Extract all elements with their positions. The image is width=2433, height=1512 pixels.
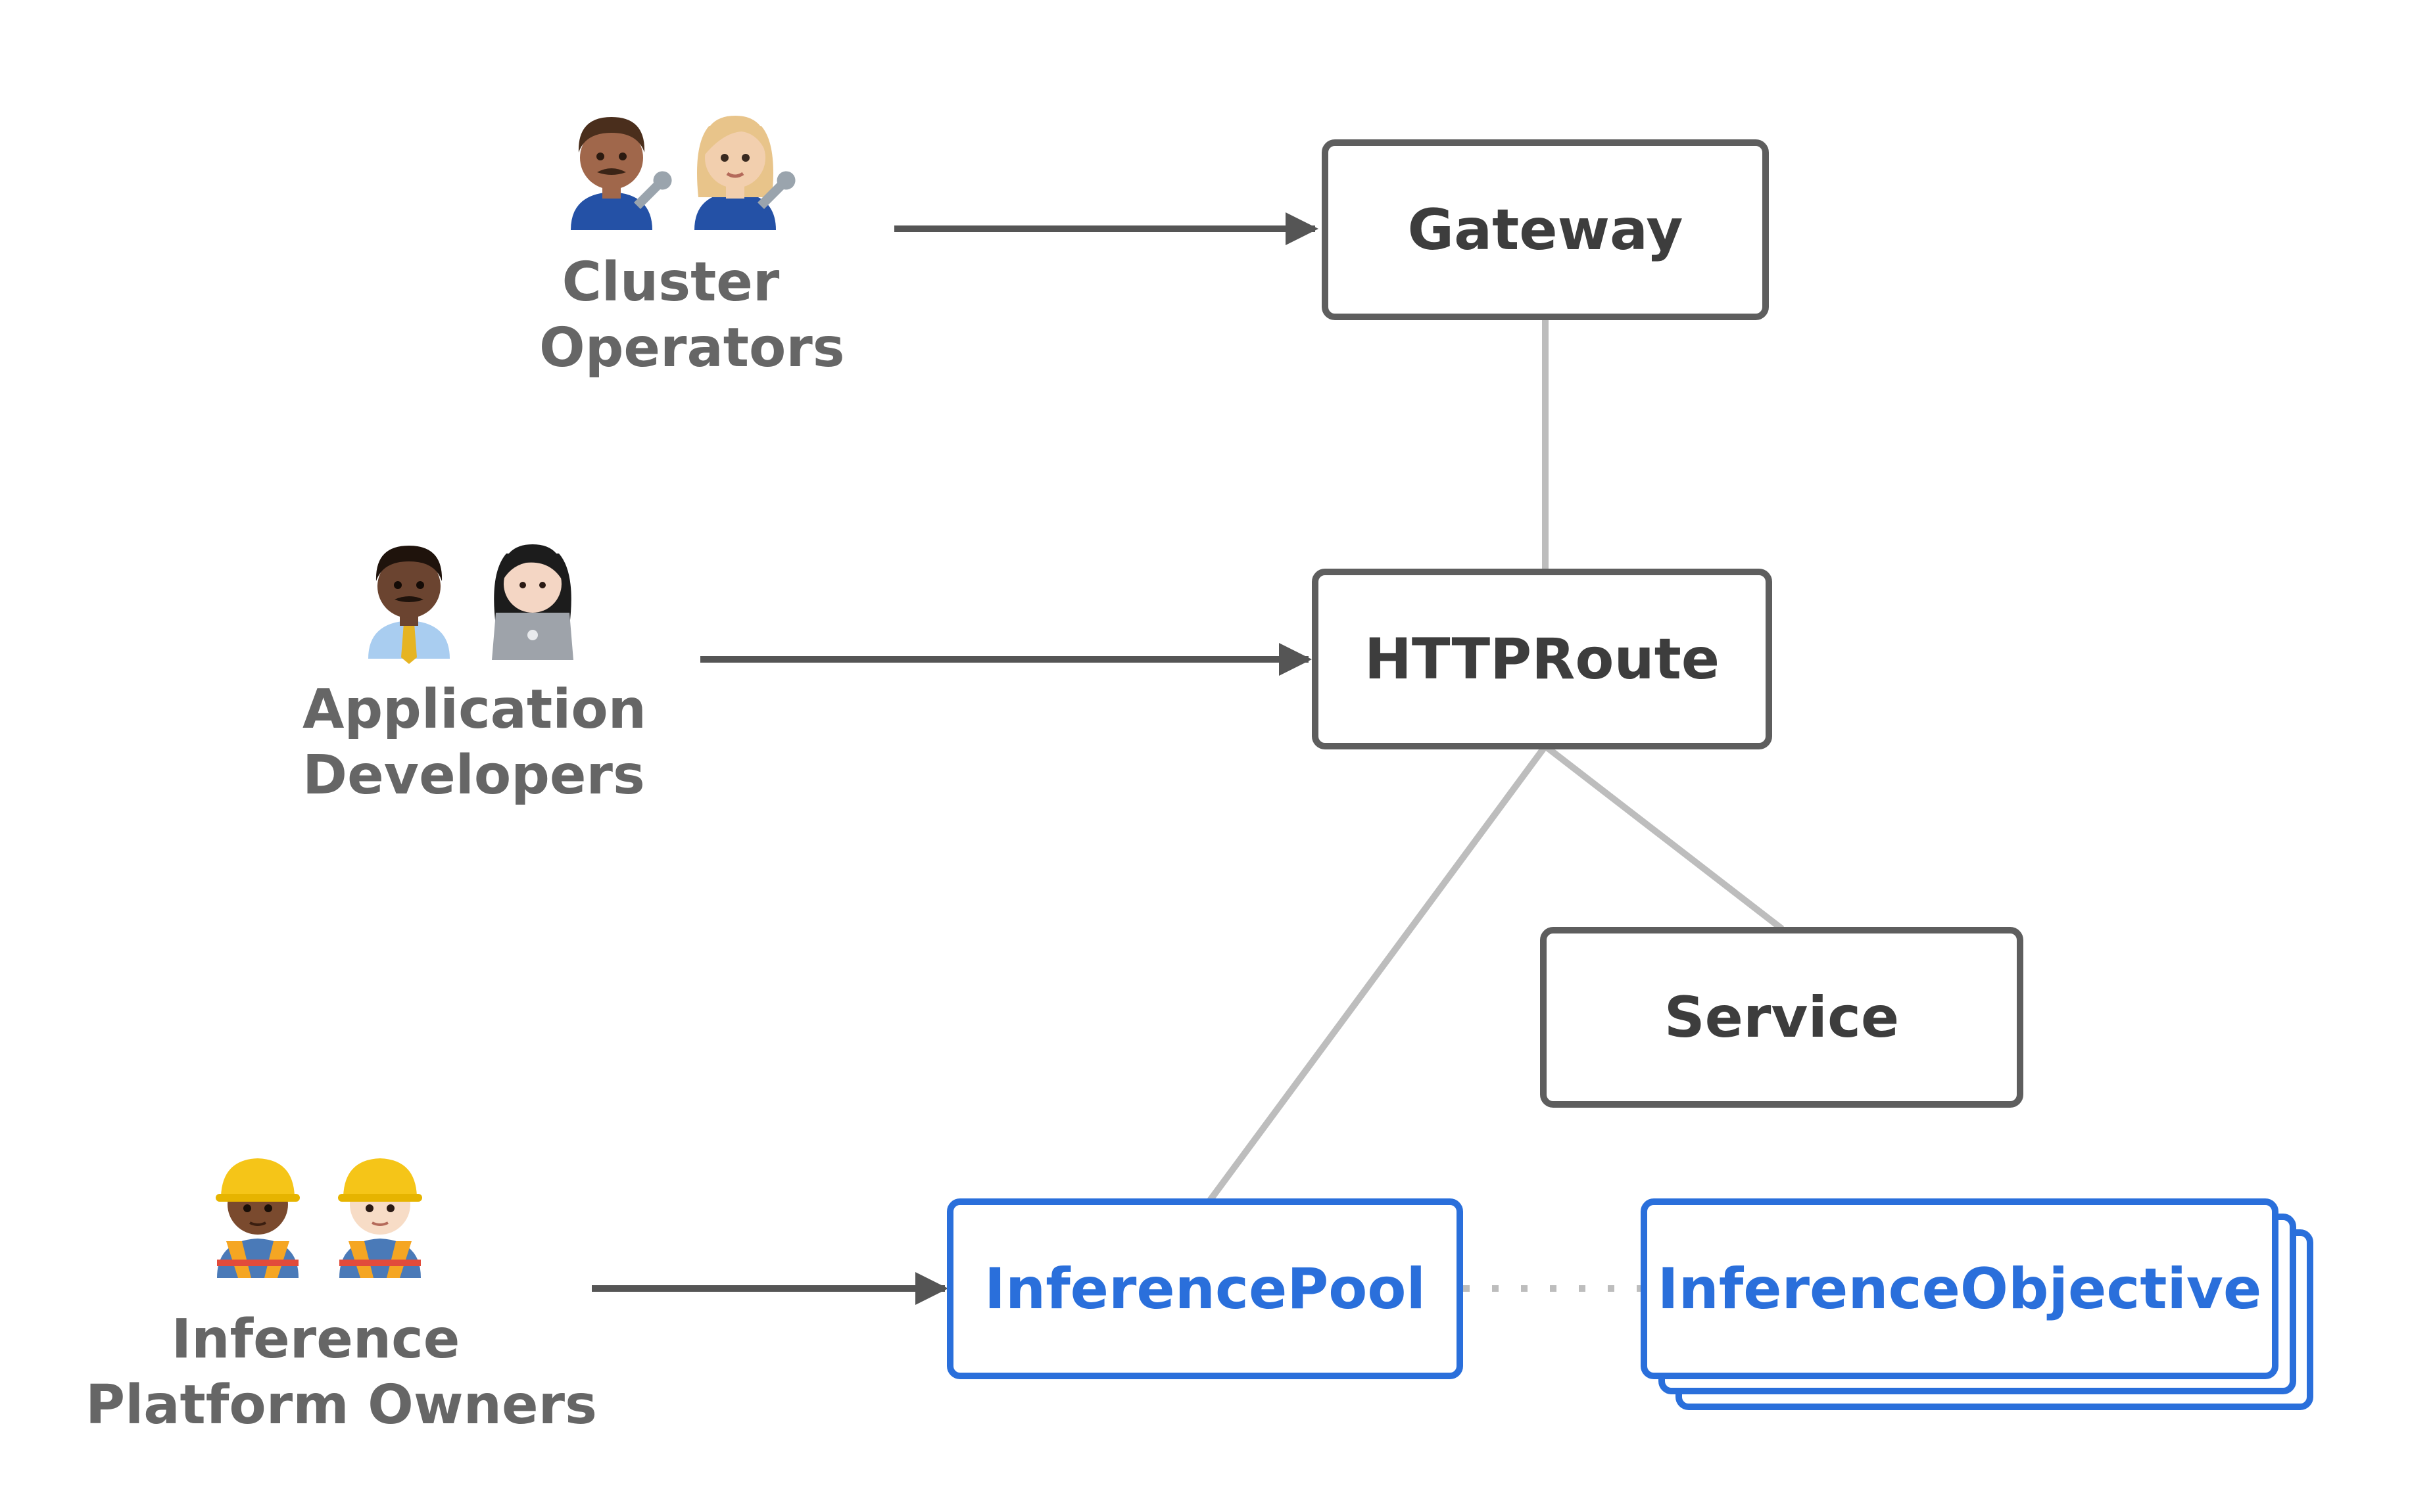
- inferencepool-label: InferencePool: [984, 1256, 1426, 1322]
- httproute-node[interactable]: HTTPRoute: [1312, 569, 1772, 749]
- persona-label-line: Developers: [302, 744, 645, 807]
- service-node[interactable]: Service: [1540, 927, 2023, 1108]
- mechanic-woman-icon: [694, 116, 796, 230]
- technologist-woman-icon: [492, 544, 573, 660]
- connector-httproute-inferencepool: [1207, 744, 1549, 1202]
- mechanic-man-icon: [571, 117, 672, 230]
- persona-label-line: Operators: [539, 317, 845, 379]
- persona-label-line: Platform Owners: [85, 1374, 597, 1436]
- gateway-label: Gateway: [1407, 197, 1683, 263]
- inferenceobjective-label: InferenceObjective: [1657, 1256, 2262, 1322]
- construction-worker-woman-icon: [216, 1158, 300, 1278]
- persona-label-cluster-operators: Cluster Operators: [539, 250, 845, 381]
- httproute-label: HTTPRoute: [1364, 626, 1720, 692]
- persona-label-platform-owners: Inference Platform Owners: [85, 1307, 597, 1438]
- office-worker-man-icon: [368, 546, 450, 664]
- persona-label-line: Application: [302, 678, 647, 741]
- inferenceobjective-node[interactable]: InferenceObjective: [1641, 1198, 2278, 1379]
- persona-label-line: Cluster: [562, 251, 780, 314]
- persona-label-line: Inference: [171, 1308, 460, 1371]
- gateway-node[interactable]: Gateway: [1322, 139, 1769, 320]
- service-label: Service: [1664, 984, 1900, 1051]
- construction-worker-man-icon: [338, 1158, 422, 1278]
- connector-httproute-service: [1543, 744, 1785, 932]
- persona-label-app-developers: Application Developers: [302, 677, 647, 809]
- inferencepool-node[interactable]: InferencePool: [947, 1198, 1463, 1379]
